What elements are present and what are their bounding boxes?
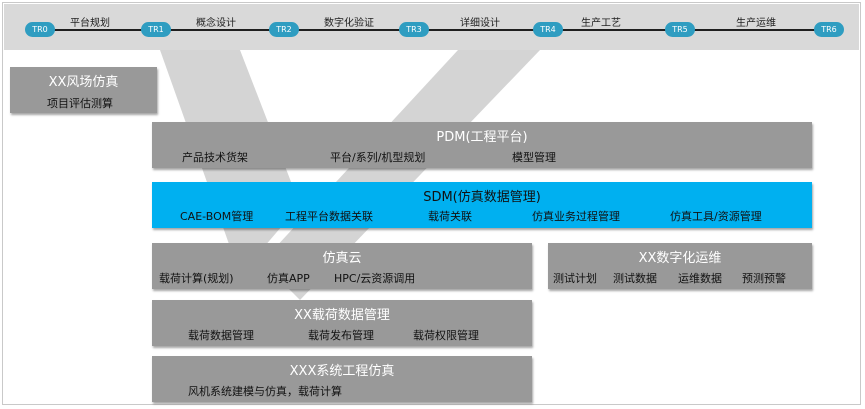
box-item: 平台/系列/机型规划 [330,151,426,164]
box-item: 载荷关联 [428,210,472,223]
box-item: 仿真业务过程管理 [532,210,620,223]
milestone-tr6: TR6 [814,22,844,37]
phase-label: 详细设计 [460,18,500,29]
digital-operations-box: XX数字化运维 测试计划 测试数据 运维数据 预测预警 [548,243,812,289]
box-item: CAE-BOM管理 [180,210,254,223]
box-item: 载荷权限管理 [413,329,479,342]
milestone-tr3: TR3 [399,22,429,37]
milestone-tr0: TR0 [25,22,55,37]
box-item: 模型管理 [512,151,556,164]
box-title: XX载荷数据管理 [294,308,390,323]
phase-label: 平台规划 [70,18,110,29]
box-item: 载荷计算(规划) [159,272,234,285]
box-item: 测试计划 [553,272,597,285]
box-item: HPC/云资源调用 [334,272,416,285]
box-item: 运维数据 [678,272,722,285]
box-item: 项目评估测算 [47,97,113,110]
simulation-cloud-box: 仿真云 载荷计算(规划) 仿真APP HPC/云资源调用 [152,243,532,289]
box-item: 载荷发布管理 [308,329,374,342]
box-item: 产品技术货架 [182,151,248,164]
box-item: 预测预警 [742,272,786,285]
system-engineering-simulation-box: XXX系统工程仿真 风机系统建模与仿真，载荷计算 [152,356,532,402]
box-item: 测试数据 [613,272,657,285]
milestone-tr5: TR5 [665,22,695,37]
wind-farm-simulation-box: XX风场仿真 项目评估测算 [10,67,157,113]
phase-label: 生产运维 [736,18,776,29]
sdm-box: SDM(仿真数据管理) CAE-BOM管理 工程平台数据关联 载荷关联 仿真业务… [152,182,812,228]
box-title: SDM(仿真数据管理) [423,190,541,205]
phase-label: 概念设计 [196,18,236,29]
box-title: PDM(工程平台) [436,130,528,145]
milestone-tr4: TR4 [533,22,563,37]
box-item: 仿真APP [267,272,310,285]
box-item: 载荷数据管理 [188,329,254,342]
timeline-line [34,29,834,31]
box-title: XXX系统工程仿真 [289,364,395,379]
timeline-band: TR0 TR1 TR2 TR3 TR4 TR5 TR6 平台规划 概念设计 数字… [4,4,859,50]
diagram-frame [2,2,861,405]
phase-label: 数字化验证 [324,18,374,29]
pdm-box: PDM(工程平台) 产品技术货架 平台/系列/机型规划 模型管理 [152,122,812,168]
box-title: XX数字化运维 [638,251,722,266]
load-data-management-box: XX载荷数据管理 载荷数据管理 载荷发布管理 载荷权限管理 [152,300,532,346]
box-item: 工程平台数据关联 [285,210,373,223]
milestone-tr2: TR2 [269,22,299,37]
box-item: 仿真工具/资源管理 [670,210,762,223]
milestone-tr1: TR1 [141,22,171,37]
box-item: 风机系统建模与仿真，载荷计算 [188,385,342,398]
phase-label: 生产工艺 [581,18,621,29]
box-title: XX风场仿真 [48,75,119,90]
box-title: 仿真云 [322,251,362,266]
